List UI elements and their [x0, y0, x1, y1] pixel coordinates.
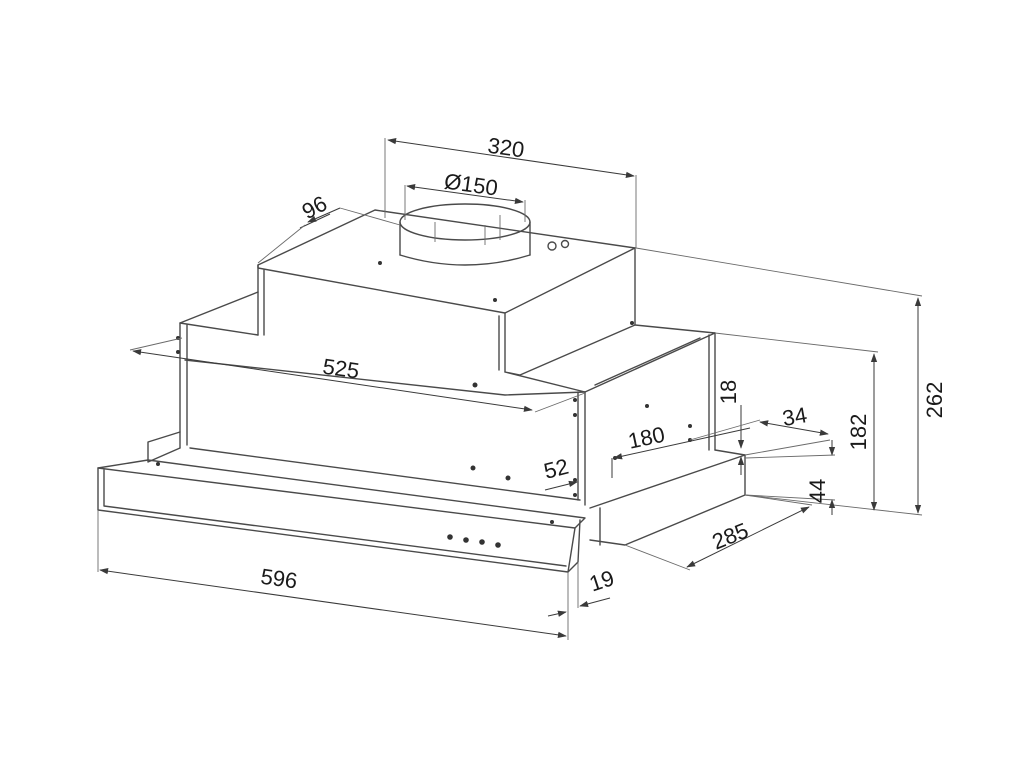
label-inner-width: 525: [321, 354, 361, 384]
label-height-total: 262: [922, 382, 947, 419]
dimension-lines: [97, 138, 923, 640]
label-offset-52: 52: [541, 454, 571, 484]
label-spacing-180: 180: [626, 422, 667, 454]
hood-body: [97, 209, 746, 573]
label-top-width: 320: [486, 133, 526, 163]
label-width-total: 596: [259, 564, 299, 594]
control-buttons: [447, 534, 501, 548]
label-offset-34: 34: [780, 402, 808, 431]
dimension-labels: 320 Ø150 96 525 262 182 18 34 180 52 44 …: [259, 133, 947, 597]
label-height-44: 44: [805, 479, 830, 503]
label-height-body: 182: [846, 414, 871, 451]
label-panel-thickness: 19: [586, 565, 617, 596]
label-depth: 285: [708, 518, 751, 555]
label-duct-diameter: Ø150: [443, 168, 500, 200]
label-duct-offset: 96: [298, 191, 331, 225]
label-height-slider: 18: [716, 380, 741, 404]
